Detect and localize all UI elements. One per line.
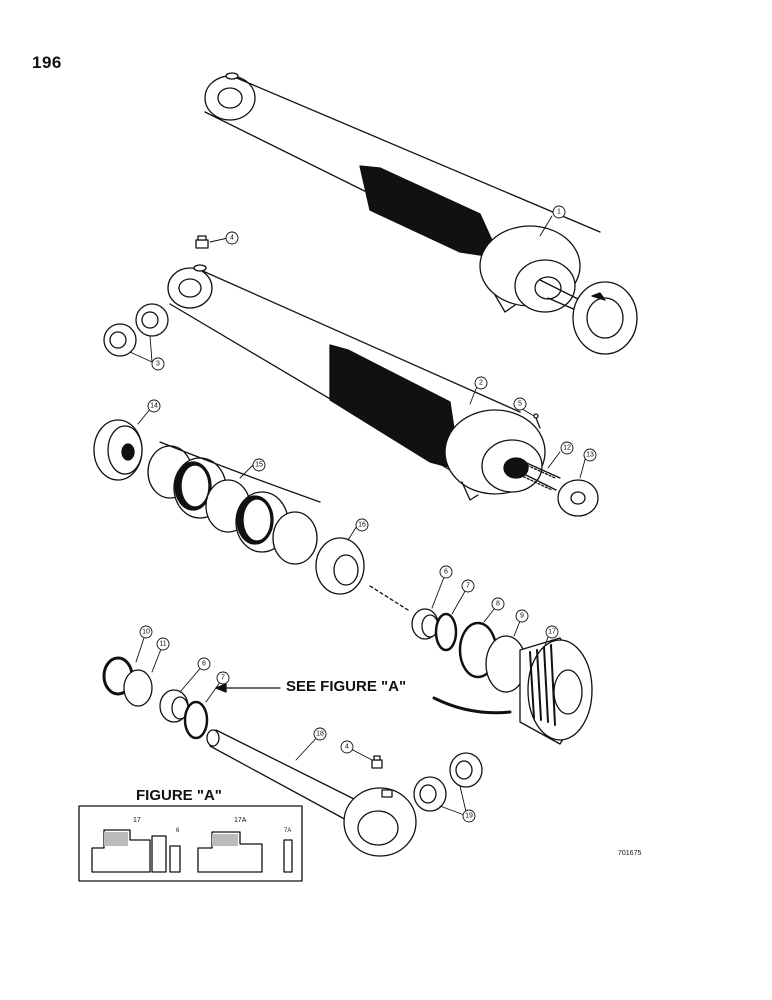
callout-14: 14 [150, 403, 158, 410]
callout-9: 9 [520, 613, 524, 620]
callout-19: 19 [465, 813, 473, 820]
oring-7-lower [183, 700, 209, 740]
callout-7-lower: 7 [221, 675, 225, 682]
figure-a-label-6: 6 [176, 828, 180, 834]
callout-11: 11 [159, 641, 166, 648]
cylinder-assembly-2 [167, 264, 556, 501]
callout-10: 10 [142, 629, 150, 636]
callout-labels: 1 2 3 4 4 5 6 6 7 7 8 9 10 11 12 13 14 1… [142, 209, 594, 820]
washer-13 [557, 479, 599, 517]
gland-16 [315, 537, 365, 595]
grease-fitting-4-upper [195, 235, 209, 249]
callout-16: 16 [358, 522, 366, 529]
assembly-line [369, 585, 409, 611]
callout-4-lower: 4 [345, 744, 349, 751]
ring-11 [123, 669, 153, 707]
bushing-pair-19 [413, 752, 483, 812]
callout-6-upper: 6 [444, 569, 448, 576]
callout-6-lower: 6 [202, 661, 206, 668]
see-figure-arrow [215, 683, 281, 693]
callout-7-upper: 7 [466, 583, 470, 590]
callout-17: 17 [548, 629, 556, 636]
figure-a-labels: 17 6 17A 7A [133, 817, 291, 834]
piston-14 [93, 419, 143, 481]
callout-8: 8 [496, 601, 500, 608]
figure-a-label-7a: 7A [284, 828, 291, 834]
callout-4-upper: 4 [230, 235, 234, 242]
figure-a-label-17: 17 [133, 817, 141, 824]
see-figure-leader [432, 696, 512, 715]
rod-18 [206, 729, 417, 857]
seal-6-lower [159, 689, 189, 723]
callout-2: 2 [479, 380, 483, 387]
rod-12 [519, 459, 561, 491]
drawing-reference-number: 701675 [618, 850, 642, 857]
figure-a-label-17a: 17A [234, 817, 247, 824]
seal-6-upper [411, 608, 439, 640]
callout-5: 5 [518, 401, 522, 408]
figure-a-inset [78, 805, 303, 882]
figure-a-title: FIGURE "A" [136, 787, 222, 804]
oring-7-upper [434, 612, 458, 652]
callout-3: 3 [156, 361, 160, 368]
seal-kit-15 [147, 441, 321, 565]
callout-circles [139, 205, 597, 823]
cylinder-assembly-1 [204, 72, 638, 355]
head-17 [519, 637, 593, 745]
bushing-pair-3 [103, 303, 169, 357]
page-number: 196 [32, 53, 62, 72]
grease-fitting-4-lower [371, 755, 383, 769]
callout-13: 13 [586, 452, 594, 459]
see-figure-a-callout: SEE FIGURE "A" [286, 678, 407, 695]
callout-15: 15 [255, 462, 263, 469]
callout-1: 1 [557, 209, 561, 216]
callout-18: 18 [316, 731, 324, 738]
callout-12: 12 [563, 445, 571, 452]
